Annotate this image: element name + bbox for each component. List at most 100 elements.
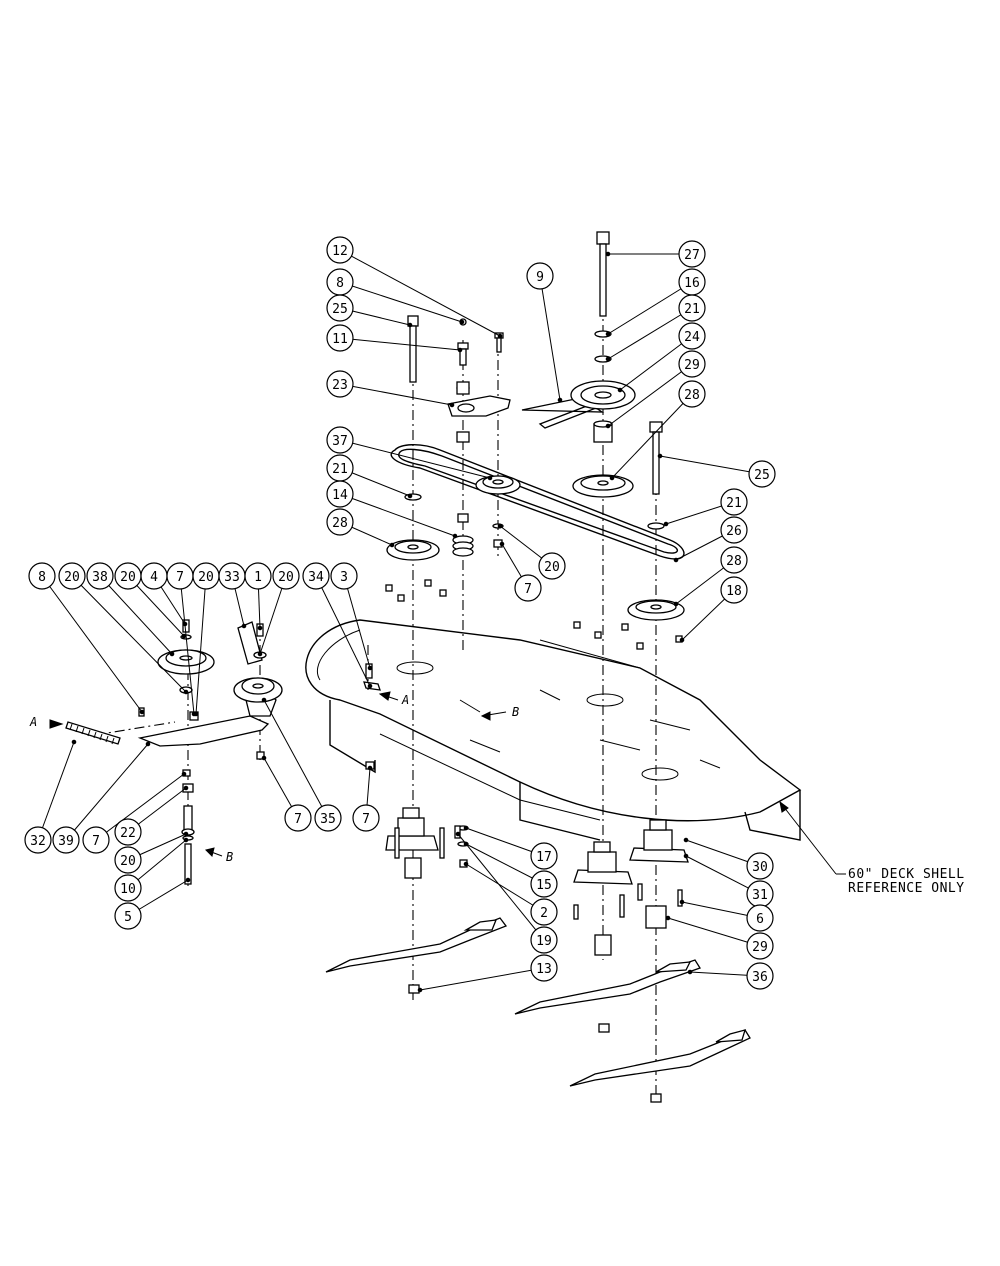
callout-leader-tip-21: [663, 521, 669, 527]
callout-circle: [326, 294, 354, 322]
callout-circle: [52, 826, 80, 854]
callout-leader-29: [667, 917, 761, 947]
callout-leader-20: [259, 575, 287, 655]
callout-circle: [58, 562, 86, 590]
callout-leader-13: [419, 967, 545, 991]
callout-circle: [326, 480, 354, 508]
callout-leader-tip-24: [617, 387, 623, 393]
callout-13: 13: [530, 954, 558, 982]
callout-24: 24: [678, 322, 706, 350]
callout-11: 11: [326, 324, 354, 352]
callout-number: 3: [340, 570, 348, 585]
callout-leader-tip-22: [183, 785, 189, 791]
callout-circle: [538, 552, 566, 580]
callout-number: 31: [752, 888, 768, 903]
callout-number: 10: [120, 882, 136, 897]
callout-20: 20: [58, 562, 86, 590]
callout-circle: [352, 804, 380, 832]
callout-circle: [244, 562, 272, 590]
callout-leader-39: [65, 743, 149, 841]
callout-leader-21: [607, 307, 693, 360]
callout-leader-15: [465, 843, 545, 885]
callout-number: 21: [684, 302, 700, 317]
callout-9: 9: [526, 262, 554, 290]
callout-15: 15: [530, 870, 558, 898]
callout-10: 10: [114, 874, 142, 902]
callout-number: 29: [684, 358, 700, 373]
marker-b-label: B: [226, 850, 233, 864]
callout-leader-tip-20: [193, 711, 199, 717]
callout-leader-tip-30: [683, 837, 689, 843]
callout-leader-tip-20: [181, 633, 187, 639]
callout-leader-tip-21: [407, 493, 413, 499]
callout-leaders: [37, 249, 763, 993]
callout-32: 32: [24, 826, 52, 854]
callout-number: 1: [254, 570, 262, 585]
callout-leader-tip-8: [459, 319, 465, 325]
callout-number: 28: [332, 516, 348, 531]
callout-circle: [514, 574, 542, 602]
marker-a-deck: A: [378, 691, 409, 707]
callout-5: 5: [114, 902, 142, 930]
callout-leader-tip-38: [169, 651, 175, 657]
callout-number: 19: [536, 934, 552, 949]
callout-leader-tip-28: [673, 601, 679, 607]
callout-leader-tip-10: [183, 837, 189, 843]
callout-circle: [746, 852, 774, 880]
callout-leader-35: [263, 699, 329, 819]
callout-circle: [530, 898, 558, 926]
callout-number: 7: [92, 834, 100, 849]
spring-14: [452, 513, 474, 557]
callout-circle: [272, 562, 300, 590]
callout-circle: [530, 870, 558, 898]
callout-23: 23: [326, 370, 354, 398]
callout-leader-tip-29: [605, 423, 611, 429]
callout-36: 36: [746, 962, 774, 990]
callout-circle: [678, 294, 706, 322]
callout-number: 4: [150, 570, 158, 585]
callout-leader-25: [659, 455, 763, 475]
callout-leader-tip-3: [367, 665, 373, 671]
callout-leader-16: [607, 281, 693, 335]
callout-leader-tip-6: [679, 899, 685, 905]
callout-circle: [720, 576, 748, 604]
callout-leader-tip-7: [181, 771, 187, 777]
callout-30: 30: [746, 852, 774, 880]
callout-2: 2: [530, 898, 558, 926]
callout-number: 36: [752, 970, 768, 985]
callout-circle: [720, 546, 748, 574]
callout-number: 39: [58, 834, 74, 849]
callout-6: 6: [746, 904, 774, 932]
marker-a-left: A: [29, 715, 64, 729]
callout-7: 7: [82, 826, 110, 854]
callout-8: 8: [326, 268, 354, 296]
callout-leader-20: [71, 575, 187, 693]
callout-leader-tip-7: [367, 765, 373, 771]
callout-26: 26: [720, 516, 748, 544]
callout-leader-tip-25: [657, 453, 663, 459]
callout-circle: [326, 370, 354, 398]
callout-leader-3: [343, 575, 371, 669]
callout-circle: [746, 962, 774, 990]
callout-leader-tip-14: [452, 533, 458, 539]
callout-leader-19: [457, 833, 545, 941]
callout-number: 21: [726, 496, 742, 511]
callout-12: 12: [326, 236, 354, 264]
callout-21: 21: [720, 488, 748, 516]
callout-number: 21: [332, 462, 348, 477]
callout-number: 2: [540, 906, 548, 921]
reference-markers: A A B B: [29, 691, 519, 864]
callout-3: 3: [330, 562, 358, 590]
callout-number: 8: [336, 276, 344, 291]
marker-b-left: B: [205, 847, 233, 864]
callout-number: 14: [332, 488, 348, 503]
callout-circle: [86, 562, 114, 590]
callout-leader-tip-25: [407, 322, 413, 328]
callout-leader-32: [37, 741, 75, 841]
callout-31: 31: [746, 880, 774, 908]
callout-number: 38: [92, 570, 108, 585]
callout-number: 8: [38, 570, 46, 585]
callout-33: 33: [218, 562, 246, 590]
callout-circle: [114, 902, 142, 930]
callout-number: 23: [332, 378, 348, 393]
